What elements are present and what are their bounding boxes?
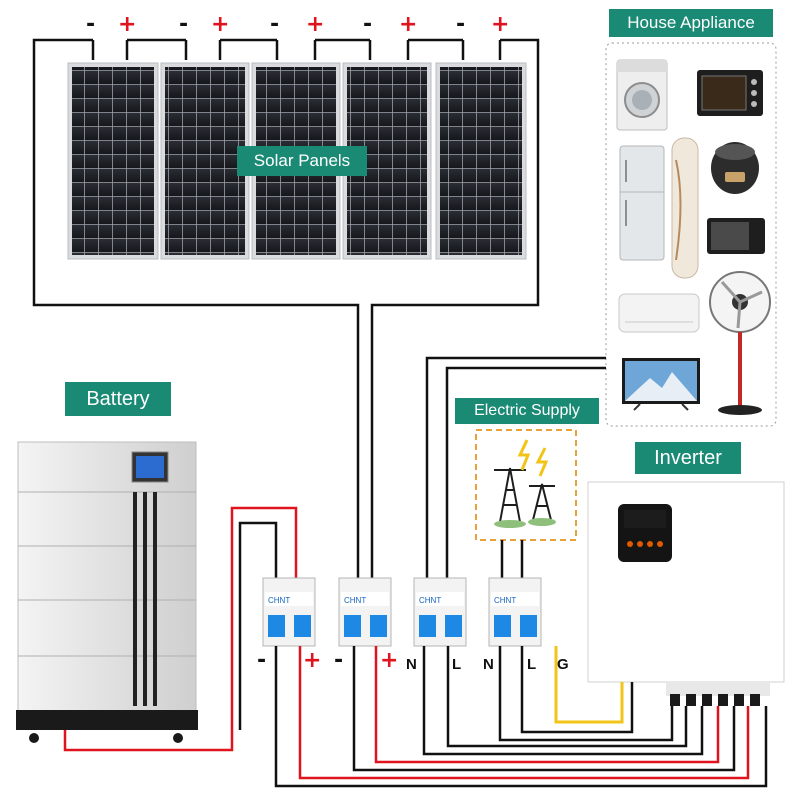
rice-cooker-icon (711, 142, 759, 194)
load-live-terminal: L (452, 656, 462, 673)
load-neutral-terminal: N (406, 656, 417, 673)
solar-panels-label: Solar Panels (237, 146, 367, 176)
panel-negative-mark: - (86, 12, 96, 37)
breaker-brand: CHNT (419, 596, 441, 605)
power-tower-icon (494, 467, 555, 523)
load-wires (425, 356, 606, 585)
grid-breaker: CHNT (488, 577, 542, 647)
battery-positive-terminal: + (303, 648, 322, 673)
solar-panel (435, 62, 527, 260)
panel-series-wires (91, 38, 502, 60)
wall-air-conditioner-icon (618, 293, 700, 333)
panel-positive-mark: + (306, 12, 325, 37)
solar-breaker: CHNT (338, 577, 392, 647)
lightning-icon (535, 447, 549, 477)
solar-negative-terminal: - (334, 648, 344, 673)
inverter-unit (587, 481, 785, 706)
grid-neutral-terminal: N (483, 656, 494, 673)
breaker-brand: CHNT (494, 596, 516, 605)
television-icon (622, 358, 700, 411)
battery-label: Battery (65, 382, 171, 416)
battery-negative-terminal: - (257, 648, 267, 673)
battery-breaker: CHNT (262, 577, 316, 647)
panel-negative-mark: - (179, 12, 189, 37)
ground-terminal: G (557, 656, 569, 673)
solar-positive-terminal: + (380, 648, 399, 673)
solar-panel (160, 62, 250, 260)
electric-supply-label: Electric Supply (455, 398, 599, 424)
panel-negative-mark: - (456, 12, 466, 37)
battery-stack (16, 441, 198, 743)
washing-machine-icon (616, 59, 668, 131)
breaker-brand: CHNT (344, 596, 366, 605)
panel-negative-mark: - (270, 12, 280, 37)
microwave-icon (707, 218, 765, 254)
solar-string-wires (32, 38, 540, 585)
panel-positive-mark: + (491, 12, 510, 37)
panel-positive-mark: + (211, 12, 230, 37)
house-appliance-label: House Appliance (609, 9, 773, 37)
refrigerator-icon (619, 145, 665, 261)
tower-air-conditioner-icon (671, 137, 699, 279)
solar-panel-array (67, 62, 527, 260)
panel-negative-mark: - (363, 12, 373, 37)
house-appliance-panel (605, 42, 777, 427)
inverter-wires (274, 646, 768, 788)
panel-positive-mark: + (118, 12, 137, 37)
panel-positive-mark: + (399, 12, 418, 37)
oven-icon (697, 70, 763, 116)
inverter-label: Inverter (635, 442, 741, 474)
breaker-brand: CHNT (268, 596, 290, 605)
stand-fan-icon (709, 271, 771, 415)
grid-live-terminal: L (527, 656, 537, 673)
electric-supply-box (475, 429, 577, 541)
battery-wires (63, 506, 298, 752)
lightning-icon (517, 439, 531, 471)
solar-panel (67, 62, 159, 260)
load-breaker: CHNT (413, 577, 467, 647)
